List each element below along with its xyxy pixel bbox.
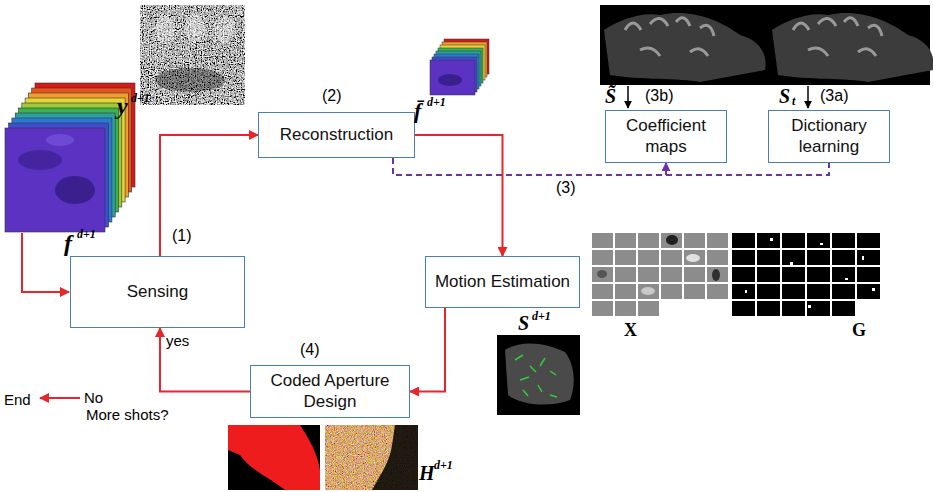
sparse-codes [732, 233, 882, 318]
symbol-label: X [624, 321, 637, 339]
note-text: End [4, 392, 31, 407]
flow-arrow [160, 328, 250, 392]
box-label: Dictionary learning [775, 116, 883, 157]
map-region [505, 343, 574, 404]
exit-arrow [40, 397, 80, 399]
symbol-label: d+1 [532, 310, 551, 322]
map-detail [625, 18, 714, 56]
spectral-band [430, 60, 475, 95]
symbol-label: d+1 [427, 96, 446, 108]
atom-pattern [712, 269, 720, 281]
symbol-label: H [419, 463, 435, 483]
reconstructed-cube [430, 39, 489, 95]
code-dot [790, 262, 793, 265]
mask-region [228, 425, 320, 490]
code-dot [820, 243, 823, 245]
aperture-shape [372, 425, 418, 490]
callout-number: (3) [556, 180, 576, 196]
code-dot [862, 256, 864, 260]
box-label: Coefficient maps [612, 116, 720, 157]
symbol-label: f̄ [414, 100, 421, 122]
dictionary-atoms [592, 233, 730, 318]
symbol-label: f [64, 231, 72, 255]
callout-number: (3a) [820, 88, 848, 104]
motion-map [497, 335, 580, 415]
symbol-label: d+1 [434, 459, 453, 471]
scene-shape [155, 68, 225, 92]
symbol-label: S [779, 86, 790, 106]
box-label: Sensing [127, 282, 188, 302]
scene-shape [18, 150, 62, 170]
box-label: Motion Estimation [435, 272, 570, 292]
symbol-label: S̃ [605, 86, 616, 106]
input-arrow [22, 233, 69, 292]
box-label: Reconstruction [280, 125, 393, 145]
atom-pattern [686, 254, 700, 262]
code-grid [732, 233, 882, 301]
process-box: Reconstruction [258, 112, 415, 158]
map-region [772, 13, 933, 82]
symbol-label: d+1 [131, 92, 150, 104]
atom-grid [592, 301, 661, 318]
box-label: Coded Aperture Design [257, 371, 403, 412]
code-grid [732, 301, 857, 318]
mask-background [228, 425, 320, 490]
callout-number: (3b) [645, 88, 673, 104]
flow-arrow [160, 135, 258, 256]
symbol-label: G [852, 321, 866, 339]
input-arrow [807, 86, 809, 108]
coefficient-map-image [600, 5, 770, 108]
coded-aperture-pattern [325, 425, 418, 490]
scene-shape [55, 176, 95, 204]
callout-number: (4) [300, 342, 320, 358]
note-text: No [84, 390, 103, 405]
atom-pattern [597, 270, 607, 278]
symbol-label: S [518, 313, 529, 333]
process-box: Motion Estimation [425, 256, 580, 308]
scene-shape [155, 16, 175, 44]
symbol-label: d+1 [77, 228, 96, 240]
process-box: Coded Aperture Design [250, 365, 410, 418]
edge-label: yes [166, 333, 189, 348]
process-box: Dictionary learning [768, 110, 890, 163]
coded-aperture-images [228, 425, 418, 490]
symbol-label: t [792, 95, 795, 107]
input-arrow [627, 86, 629, 108]
scene-shape [46, 134, 74, 146]
flow-arrow [410, 308, 445, 392]
noisy-snapshot [140, 5, 245, 105]
process-box: Coefficient maps [605, 110, 727, 163]
atom-grid [592, 233, 730, 301]
code-dot [808, 305, 811, 308]
scene-shape [185, 14, 205, 42]
flow-arrow [415, 135, 503, 256]
callout-number: (2) [322, 88, 342, 104]
map-detail [793, 18, 882, 56]
atom-pattern [641, 287, 655, 295]
spectral-band [5, 128, 105, 232]
atom-pattern [666, 235, 678, 245]
code-dot [872, 288, 875, 291]
map-background [497, 335, 580, 415]
training-map-image [770, 5, 933, 108]
code-dot [745, 290, 747, 293]
measurement-image [140, 5, 245, 105]
map-background [600, 5, 770, 85]
process-box: Sensing [70, 256, 245, 328]
code-dot [770, 238, 773, 241]
map-region [604, 13, 766, 82]
callout-number: (1) [172, 228, 192, 244]
symbol-label: y [117, 94, 128, 118]
note-text: More shots? [86, 407, 169, 422]
motion-vector [515, 355, 557, 397]
scene-shape [438, 74, 462, 86]
code-dot [845, 278, 848, 280]
scene-shape [215, 16, 235, 44]
